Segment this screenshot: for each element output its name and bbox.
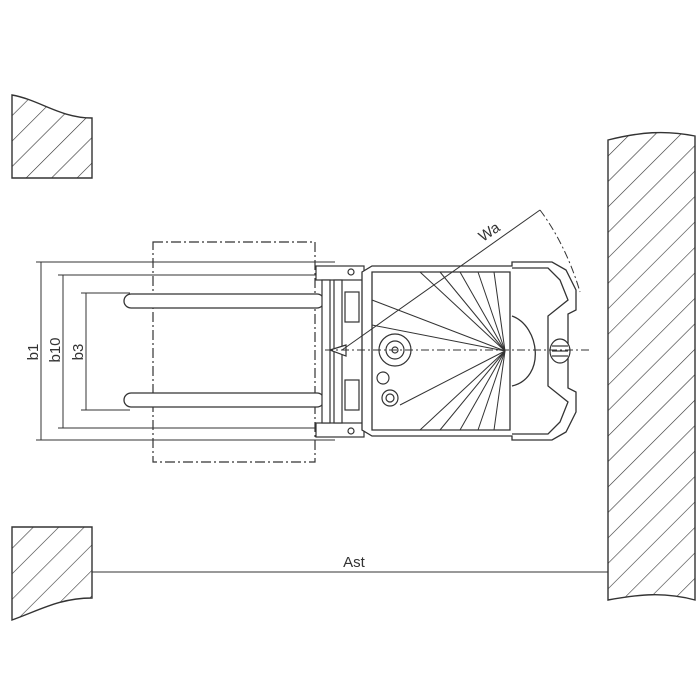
dimension-b1 [36,261,335,441]
wall-top-left [11,94,93,179]
dimension-b3 [81,292,130,411]
label-b3: b3 [70,344,87,361]
tiller-head [549,338,571,364]
dimension-wa [341,209,581,351]
fork-upper [123,293,325,309]
label-b10: b10 [47,337,64,362]
wall-bottom-left [11,526,93,621]
label-wa: Wa [476,219,504,246]
wall-right [607,131,696,601]
fork-lower [123,392,325,408]
dimension-b10 [58,274,320,429]
pallet-outline [152,241,316,463]
truck-ribbing [371,271,506,431]
fork-carriage [315,265,365,438]
label-ast: Ast [343,554,366,571]
truck-body [361,261,577,441]
label-b1: b1 [25,344,42,361]
